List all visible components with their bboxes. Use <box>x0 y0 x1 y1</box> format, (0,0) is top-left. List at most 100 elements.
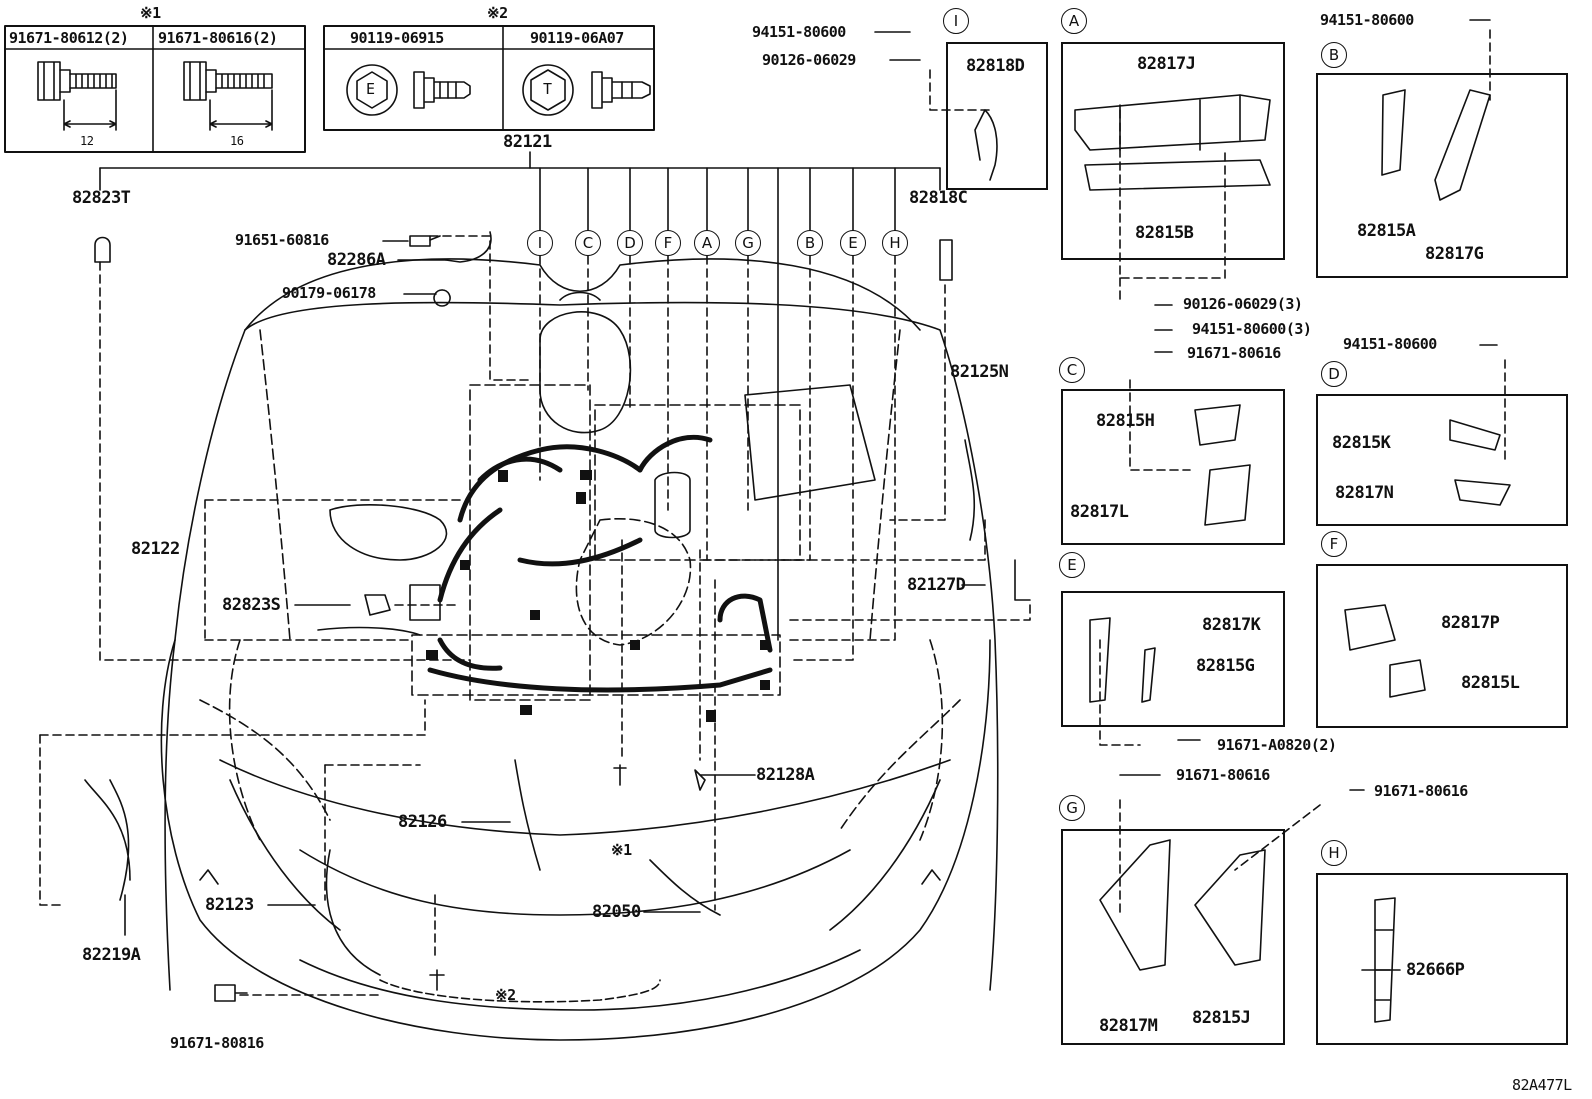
fastener-table-1-grid <box>4 25 306 153</box>
label-94151-80600-D: 94151-80600 <box>1343 335 1437 353</box>
callout-circle-G: G <box>735 230 761 256</box>
label-82817G: 82817G <box>1425 244 1484 264</box>
callout-circle-A: A <box>694 230 720 256</box>
callout-circle-F: F <box>655 230 681 256</box>
label-82122: 82122 <box>131 539 180 559</box>
fastener-table2-col2: 90119-06A07 <box>530 29 624 47</box>
label-82815J: 82815J <box>1192 1008 1251 1028</box>
detail-box-F <box>1316 564 1568 728</box>
detail-box-G <box>1061 829 1285 1045</box>
detail-letter-D: D <box>1321 361 1347 387</box>
detail-box-C <box>1061 389 1285 545</box>
label-91671-80616-G-left: 91671-80616 <box>1176 766 1270 784</box>
main-part-number: 82121 <box>503 132 552 152</box>
vehicle-body-outline <box>160 258 999 1041</box>
engine-bay-components <box>317 291 876 701</box>
callout-circle-E: E <box>840 230 866 256</box>
solid-leaders <box>124 19 1498 971</box>
detail-I-part <box>974 109 998 181</box>
detail-D-parts <box>1449 419 1511 506</box>
detail-box-E <box>1061 591 1285 727</box>
callout-circle-C: C <box>575 230 601 256</box>
callout-circle-H: H <box>882 230 908 256</box>
detail-box-B <box>1316 73 1568 278</box>
label-91671-80616-mid: 91671-80616 <box>1187 344 1281 362</box>
label-90126-06029-3: 90126-06029(3) <box>1183 295 1303 313</box>
detail-box-H <box>1316 873 1568 1045</box>
label-90179-06178: 90179-06178 <box>282 284 376 302</box>
label-82817P: 82817P <box>1441 613 1500 633</box>
detail-H-part <box>1374 897 1396 1023</box>
label-94151-80600-B: 94151-80600 <box>1320 11 1414 29</box>
detail-A-part <box>1074 94 1271 191</box>
label-82815B: 82815B <box>1135 223 1194 243</box>
label-82125N: 82125N <box>950 362 1009 382</box>
detail-letter-B: B <box>1321 42 1347 68</box>
dashed-leaders <box>39 29 1506 996</box>
main-view-small-parts <box>84 231 1031 1002</box>
label-82127D: 82127D <box>907 575 966 595</box>
label-82817L: 82817L <box>1070 502 1129 522</box>
label-91671-80616-G-right: 91671-80616 <box>1374 782 1468 800</box>
harness-connectors <box>426 470 770 722</box>
detail-letter-F: F <box>1321 531 1347 557</box>
fastener-table1-col2: 91671-80616(2) <box>158 29 278 47</box>
label-90126-06029-top: 90126-06029 <box>762 51 856 69</box>
harness-main-bundle <box>427 434 773 693</box>
label-82818D: 82818D <box>966 56 1025 76</box>
label-82815H: 82815H <box>1096 411 1155 431</box>
note1-mark-table: ※1 <box>140 4 161 22</box>
detail-box-A <box>1061 42 1285 260</box>
label-91651-60816: 91651-60816 <box>235 231 329 249</box>
note2-mark-table: ※2 <box>487 4 508 22</box>
label-82823S: 82823S <box>222 595 281 615</box>
label-82817J: 82817J <box>1137 54 1196 74</box>
label-82815G: 82815G <box>1196 656 1255 676</box>
nut-t-marker: T <box>543 80 552 98</box>
label-82219A: 82219A <box>82 945 141 965</box>
label-82286A: 82286A <box>327 250 386 270</box>
callout-bar <box>99 151 941 641</box>
nut-t-drawing <box>522 64 651 116</box>
note1-mark-main: ※1 <box>611 841 632 859</box>
note2-mark-main: ※2 <box>495 986 516 1004</box>
callout-circle-B: B <box>797 230 823 256</box>
detail-letter-I: I <box>943 8 969 34</box>
nut-e-drawing <box>346 64 471 116</box>
detail-letter-H: H <box>1321 840 1347 866</box>
label-82817N: 82817N <box>1335 483 1394 503</box>
label-94151-80600-top: 94151-80600 <box>752 23 846 41</box>
fastener-table1-dim2: 16 <box>230 134 244 148</box>
fastener-table2-col1: 90119-06915 <box>350 29 444 47</box>
nut-e-marker: E <box>366 80 375 98</box>
callout-circle-D: D <box>617 230 643 256</box>
label-82128A: 82128A <box>756 765 815 785</box>
detail-letter-A: A <box>1061 8 1087 34</box>
label-82050: 82050 <box>592 902 641 922</box>
detail-letter-E: E <box>1059 552 1085 578</box>
label-82815L: 82815L <box>1461 673 1520 693</box>
detail-G-parts <box>1099 839 1266 971</box>
label-82817M: 82817M <box>1099 1016 1158 1036</box>
detail-E-parts <box>1089 617 1156 703</box>
fastener-table1-dim1: 12 <box>80 134 94 148</box>
detail-letter-G: G <box>1059 795 1085 821</box>
fastener-table-2-grid <box>323 25 655 131</box>
label-82126: 82126 <box>398 812 447 832</box>
label-91671-A0820-2: 91671-A0820(2) <box>1217 736 1337 754</box>
detail-box-D <box>1316 394 1568 526</box>
label-82815K: 82815K <box>1332 433 1391 453</box>
callout-circle-I: I <box>527 230 553 256</box>
label-82818C: 82818C <box>909 188 968 208</box>
detail-B-parts <box>1381 89 1491 201</box>
bolt-16-drawing <box>183 61 273 131</box>
label-82123: 82123 <box>205 895 254 915</box>
label-82823T: 82823T <box>72 188 131 208</box>
detail-letter-C: C <box>1059 357 1085 383</box>
label-82817K: 82817K <box>1202 615 1261 635</box>
detail-box-I <box>946 42 1048 190</box>
diagram-code: 82A477L <box>1512 1076 1572 1094</box>
label-82666P: 82666P <box>1406 960 1465 980</box>
